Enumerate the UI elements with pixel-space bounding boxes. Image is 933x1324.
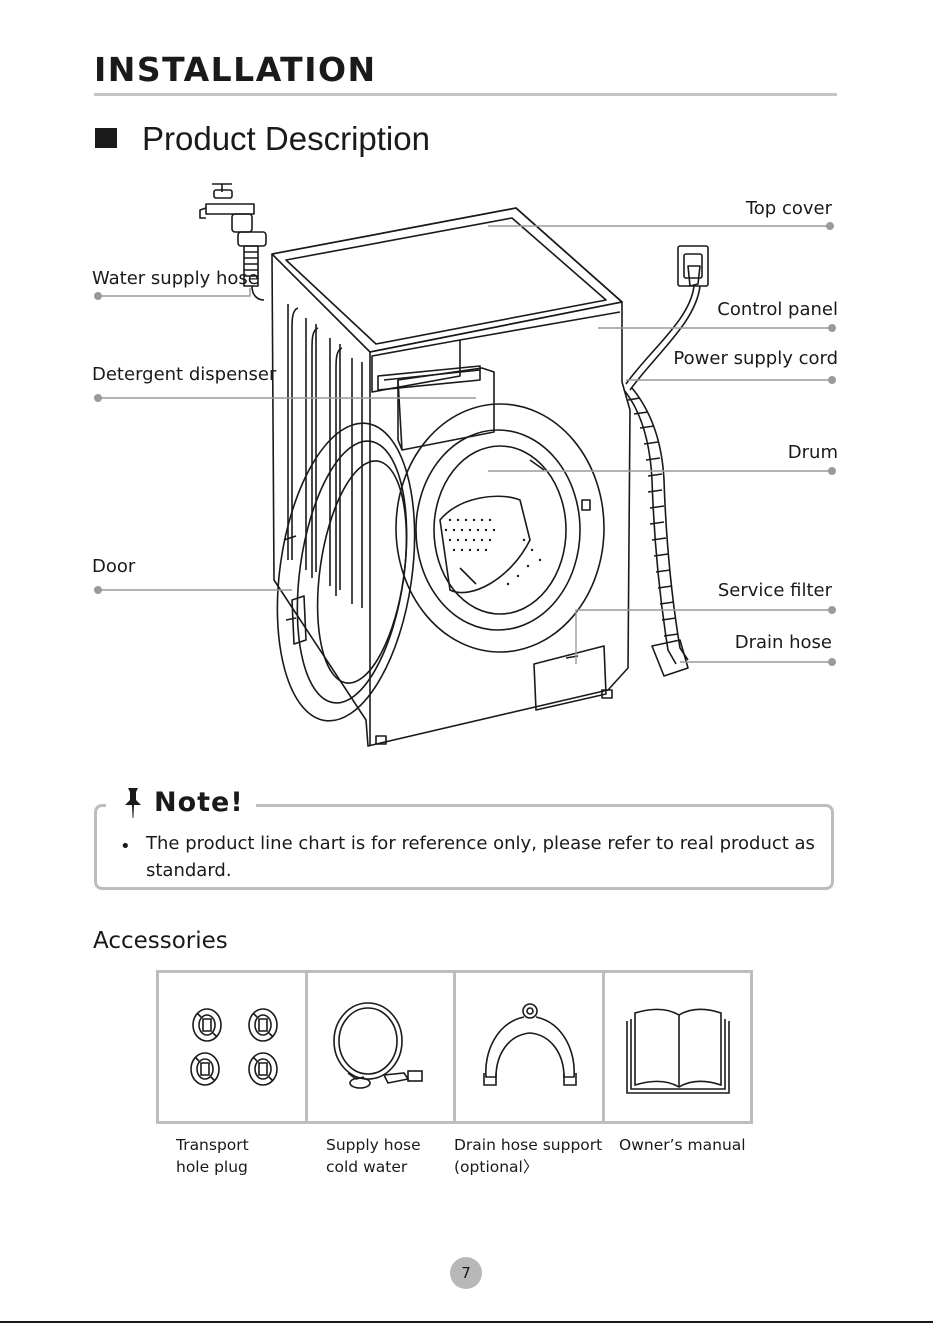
section-title: Product Description xyxy=(142,120,430,157)
title-divider xyxy=(94,93,837,96)
label-top-cover: Top cover xyxy=(745,198,832,219)
label-drain-hose: Drain hose xyxy=(734,632,832,653)
accessory-owners-manual xyxy=(605,973,751,1121)
book-icon xyxy=(625,1008,730,1094)
page-title: INSTALLATION xyxy=(94,50,377,89)
accessory-label-3a: Drain hose support xyxy=(454,1136,603,1154)
drain-hose-drawing xyxy=(623,387,689,677)
label-door: Door xyxy=(92,556,136,577)
drain-support-icon xyxy=(483,1003,577,1086)
leader-dots xyxy=(94,222,836,666)
label-power-supply-cord: Power supply cord xyxy=(673,348,838,369)
detergent-drawer xyxy=(377,365,495,451)
accessories-grid xyxy=(156,970,753,1124)
accessory-supply-hose xyxy=(308,973,456,1121)
drum-holes xyxy=(444,518,542,586)
page-number: 7 xyxy=(450,1257,482,1289)
label-water-supply-hose: Water supply hose xyxy=(92,268,259,289)
leader-water-supply-hose xyxy=(98,288,251,297)
pushpin-icon xyxy=(125,788,141,818)
open-door xyxy=(276,422,416,722)
power-socket xyxy=(625,245,709,391)
transport-plug-icon xyxy=(190,1008,278,1086)
note-title: Note! xyxy=(154,787,244,818)
supply-hose-icon xyxy=(332,1002,423,1089)
label-service-filter: Service filter xyxy=(717,580,832,601)
note-text: The product line chart is for reference … xyxy=(146,833,815,881)
label-drum: Drum xyxy=(787,442,838,463)
drum-window xyxy=(395,403,605,653)
section-square-icon xyxy=(95,128,117,148)
accessory-label-1b: hole plug xyxy=(176,1158,248,1176)
label-detergent-dispenser: Detergent dispenser xyxy=(92,364,277,385)
accessory-transport-hole-plug xyxy=(159,973,308,1121)
leader-service-filter xyxy=(575,609,832,664)
washing-machine-illustration xyxy=(94,183,836,747)
machine-body xyxy=(271,207,631,747)
accessory-label-4a: Owner’s manual xyxy=(619,1136,746,1154)
accessory-label-3b: (optional〉 xyxy=(454,1158,539,1176)
note-bullet: • xyxy=(120,836,131,857)
accessory-label-2b: cold water xyxy=(326,1158,408,1176)
label-control-panel: Control panel xyxy=(717,299,838,320)
accessories-title: Accessories xyxy=(93,928,228,954)
accessory-label-1a: Transport xyxy=(176,1136,249,1154)
service-filter-panel xyxy=(533,645,607,711)
accessory-drain-hose-support xyxy=(456,973,605,1121)
note-box xyxy=(94,804,834,890)
bottom-divider xyxy=(0,1321,933,1323)
faucet-icon xyxy=(199,183,267,301)
accessory-label-2a: Supply hose xyxy=(326,1136,421,1154)
